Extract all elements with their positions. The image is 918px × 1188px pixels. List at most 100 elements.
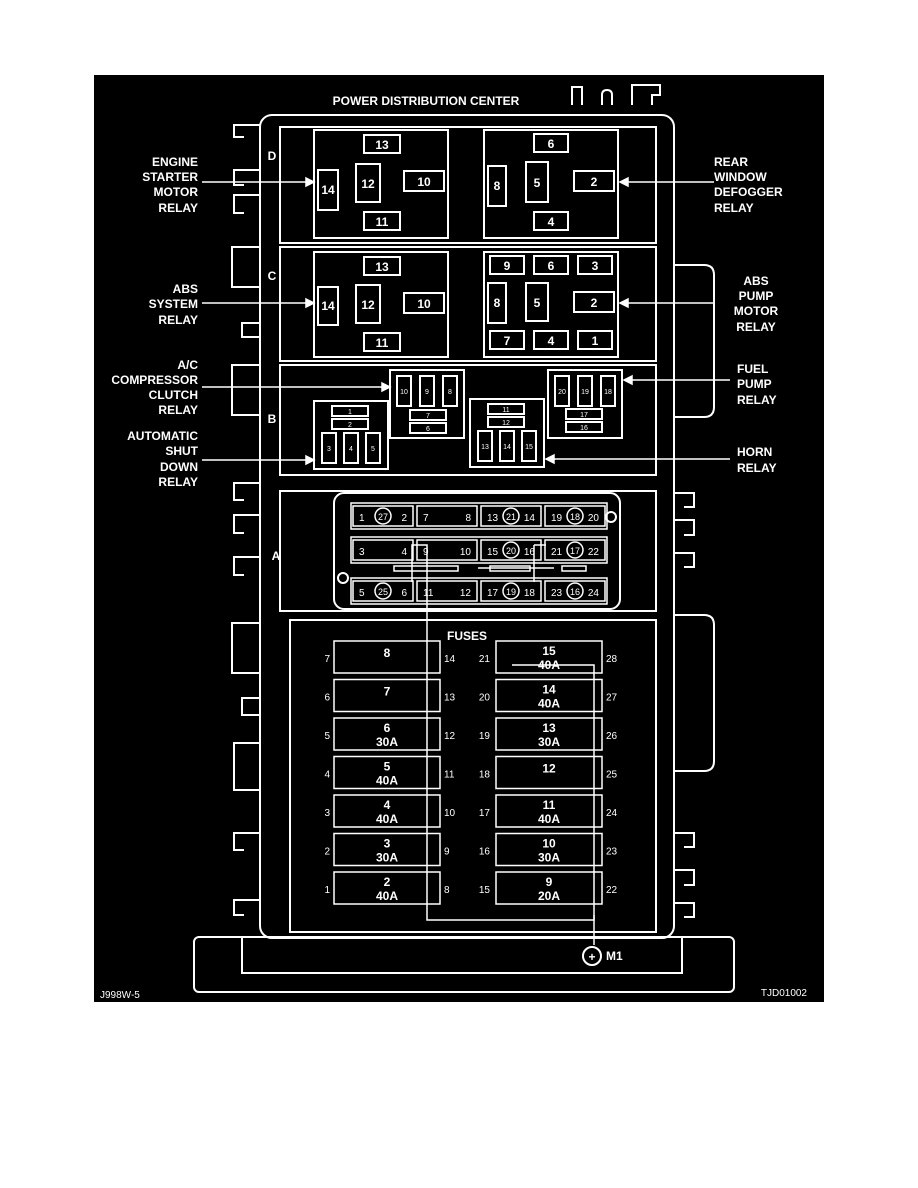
fuse-block-circle-label: 17 xyxy=(570,546,580,556)
fuse-block-circle-label: 27 xyxy=(378,512,388,522)
fuse-pin-right: 27 xyxy=(606,693,618,704)
fuse-block-circle xyxy=(502,507,520,525)
svg-text:14: 14 xyxy=(503,444,511,451)
svg-text:13: 13 xyxy=(481,444,489,451)
fuse-block-circle xyxy=(566,582,584,600)
fuse-pin-left: 6 xyxy=(324,693,330,704)
fuse-block-circle xyxy=(502,582,520,600)
svg-text:ABS: ABS xyxy=(743,274,768,288)
fuse-block-circle-label: 16 xyxy=(570,587,580,597)
fuse-rating: 40A xyxy=(376,774,398,788)
fuse-rating: 40A xyxy=(538,812,560,826)
power-distribution-center-diagram: POWER DISTRIBUTION CENTER D C B A 13 14 … xyxy=(94,75,824,1007)
fuse-number: 2 xyxy=(384,875,391,889)
svg-text:10: 10 xyxy=(400,389,408,396)
fuse-block-pin-right: 10 xyxy=(460,547,472,558)
fuse-pin-left: 21 xyxy=(479,654,491,665)
fuse-rating: 20A xyxy=(538,889,560,903)
fuse-pin-right: 28 xyxy=(606,654,618,665)
svg-text:16: 16 xyxy=(580,425,588,432)
fuse-pin-left: 18 xyxy=(479,770,491,781)
fuse-pin-left: 5 xyxy=(324,731,330,742)
svg-text:2: 2 xyxy=(591,175,598,189)
fuse-body xyxy=(333,678,441,713)
svg-text:20: 20 xyxy=(558,389,566,396)
fuse-block-pin-left: 5 xyxy=(359,588,365,599)
fuse-block-pin-right: 14 xyxy=(524,513,536,524)
fuse-body xyxy=(333,640,441,674)
rear-window-defogger-relay: 6 8 5 2 4 xyxy=(483,129,619,239)
fuse-block-pin-left: 15 xyxy=(487,547,499,558)
horn-relay: 11 12 13 14 15 xyxy=(469,398,545,468)
fuse-block-pin-right: 4 xyxy=(401,547,407,558)
fuse-number: 4 xyxy=(384,798,391,812)
fuse-body xyxy=(333,717,441,751)
svg-text:7: 7 xyxy=(426,413,430,420)
svg-text:11: 11 xyxy=(502,407,509,414)
svg-text:12: 12 xyxy=(502,420,510,427)
fuse-block-pin-left: 1 xyxy=(359,513,365,524)
ground-m1: + M1 xyxy=(582,946,623,966)
svg-text:RELAY: RELAY xyxy=(736,320,776,334)
svg-text:8: 8 xyxy=(494,179,501,193)
svg-text:MOTOR: MOTOR xyxy=(154,185,199,199)
figure-id-right: TJD01002 xyxy=(761,988,808,999)
fuse-pin-left: 15 xyxy=(479,885,491,896)
fuse-block-pin-left: 9 xyxy=(423,547,429,558)
row-c-label: C xyxy=(268,269,277,283)
svg-text:10: 10 xyxy=(417,297,431,311)
svg-text:RELAY: RELAY xyxy=(737,461,777,475)
row-a-label: A xyxy=(272,549,281,563)
svg-text:7: 7 xyxy=(504,334,511,348)
fuse-rating: 30A xyxy=(538,851,560,865)
label-engine-starter-motor-relay: ENGINE STARTER MOTOR RELAY xyxy=(142,155,198,215)
svg-text:15: 15 xyxy=(525,444,533,451)
fuse-number: 8 xyxy=(384,646,391,660)
svg-text:8: 8 xyxy=(494,296,501,310)
svg-text:2: 2 xyxy=(348,422,352,429)
fuse-block-pin-right: 18 xyxy=(524,588,536,599)
abs-system-relay: 13 14 12 10 11 xyxy=(313,251,449,358)
svg-text:HORN: HORN xyxy=(737,445,772,459)
fuse-pin-left: 20 xyxy=(479,693,491,704)
fuse-body xyxy=(495,871,603,905)
fuse-block-circle xyxy=(502,541,520,559)
svg-text:10: 10 xyxy=(417,175,431,189)
m1-wiring xyxy=(411,544,595,945)
fuse-pin-left: 19 xyxy=(479,731,491,742)
fuse-pin-left: 3 xyxy=(324,808,330,819)
svg-text:1: 1 xyxy=(592,334,599,348)
section-dividers xyxy=(279,126,657,933)
svg-text:ABS: ABS xyxy=(173,282,198,296)
svg-text:11: 11 xyxy=(376,336,389,350)
fuse-body xyxy=(333,794,441,828)
label-rear-window-defogger-relay: REAR WINDOW DEFOGGER RELAY xyxy=(714,155,783,215)
fuse-number: 3 xyxy=(384,837,391,851)
fuse-pin-left: 2 xyxy=(324,847,330,858)
fuse-rating: 30A xyxy=(376,851,398,865)
fuse-block-circle-label: 20 xyxy=(506,546,516,556)
fuse-number: 6 xyxy=(384,721,391,735)
fuel-pump-relay: 20 19 18 17 16 xyxy=(547,369,623,439)
svg-text:5: 5 xyxy=(371,446,375,453)
fuse-body xyxy=(495,678,603,713)
fuse-pin-right: 12 xyxy=(444,731,456,742)
fuse-block-pin-left: 13 xyxy=(487,513,499,524)
svg-text:SHUT: SHUT xyxy=(165,444,198,458)
fuse-number: 15 xyxy=(542,644,556,658)
svg-text:RELAY: RELAY xyxy=(158,201,198,215)
svg-text:6: 6 xyxy=(426,426,430,433)
svg-text:18: 18 xyxy=(604,389,612,396)
